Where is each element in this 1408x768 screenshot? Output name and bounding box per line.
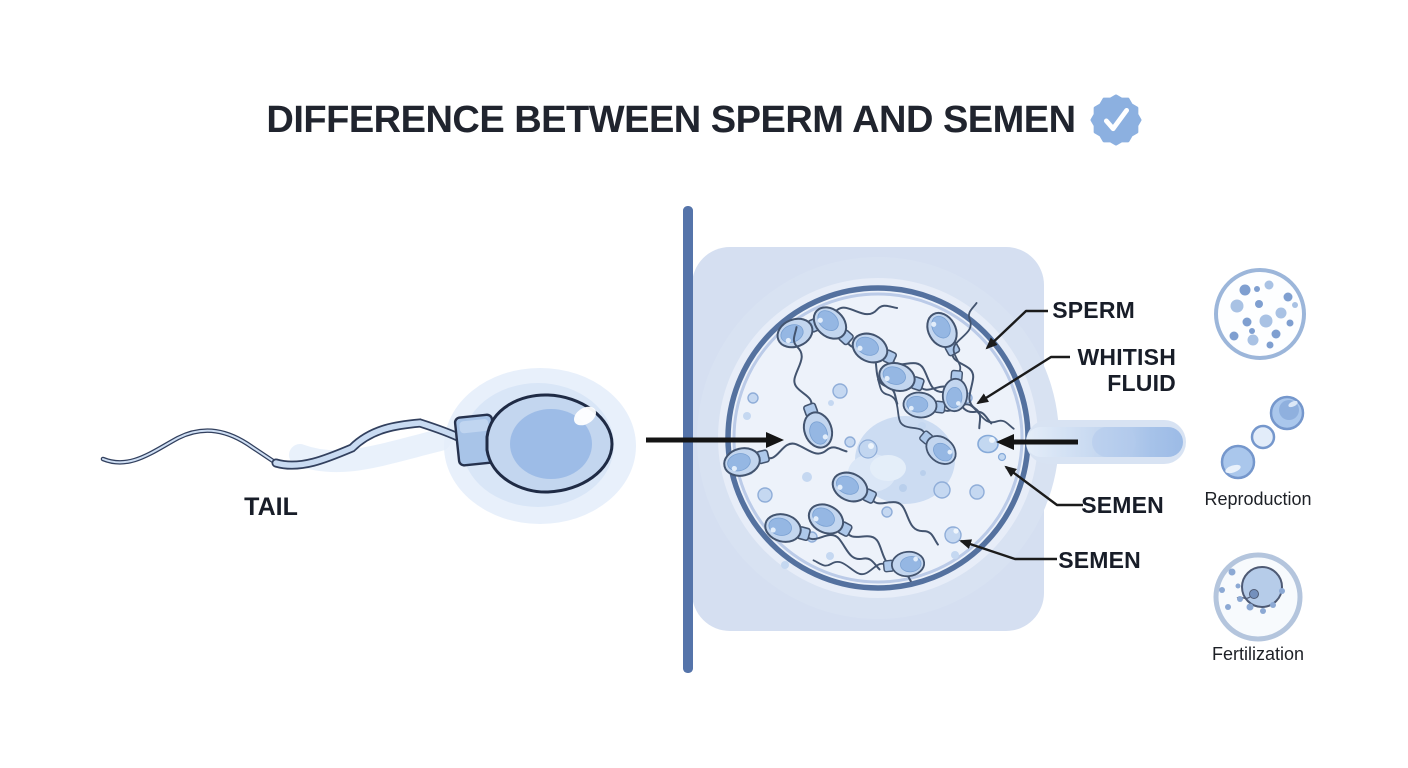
sperm-callout-label: SPERM [1052,297,1135,323]
whitish-fluid-callout-line [976,355,1070,405]
verified-checkmark-badge [1090,94,1142,146]
semen-outer-callout-line [959,539,1057,561]
fertilization-caption: Fertilization [1211,644,1305,664]
page-title: DIFFERENCE BETWEEN SPERM AND SEMEN [266,98,1076,141]
inlet-tube [1026,420,1186,464]
whitish-fluid-callout-label: WHITISH FLUID [1077,344,1176,396]
single-sperm-illustration [100,368,636,524]
tail-label: TAIL [244,493,298,521]
semen-outer-callout-label: SEMEN [1058,547,1141,573]
semen-inner-callout-line [1004,465,1083,507]
sperm-callout-line [985,309,1048,350]
fertilization-egg-icon [1213,552,1303,642]
callout-connectors [959,309,1083,561]
semen-dots-icon [1214,268,1306,360]
semen-inner-callout-label: SEMEN [1081,492,1164,518]
reproduction-bubbles-icon [1220,395,1305,480]
title-row: DIFFERENCE BETWEEN SPERM AND SEMEN [0,94,1408,146]
reproduction-caption: Reproduction [1204,489,1312,509]
